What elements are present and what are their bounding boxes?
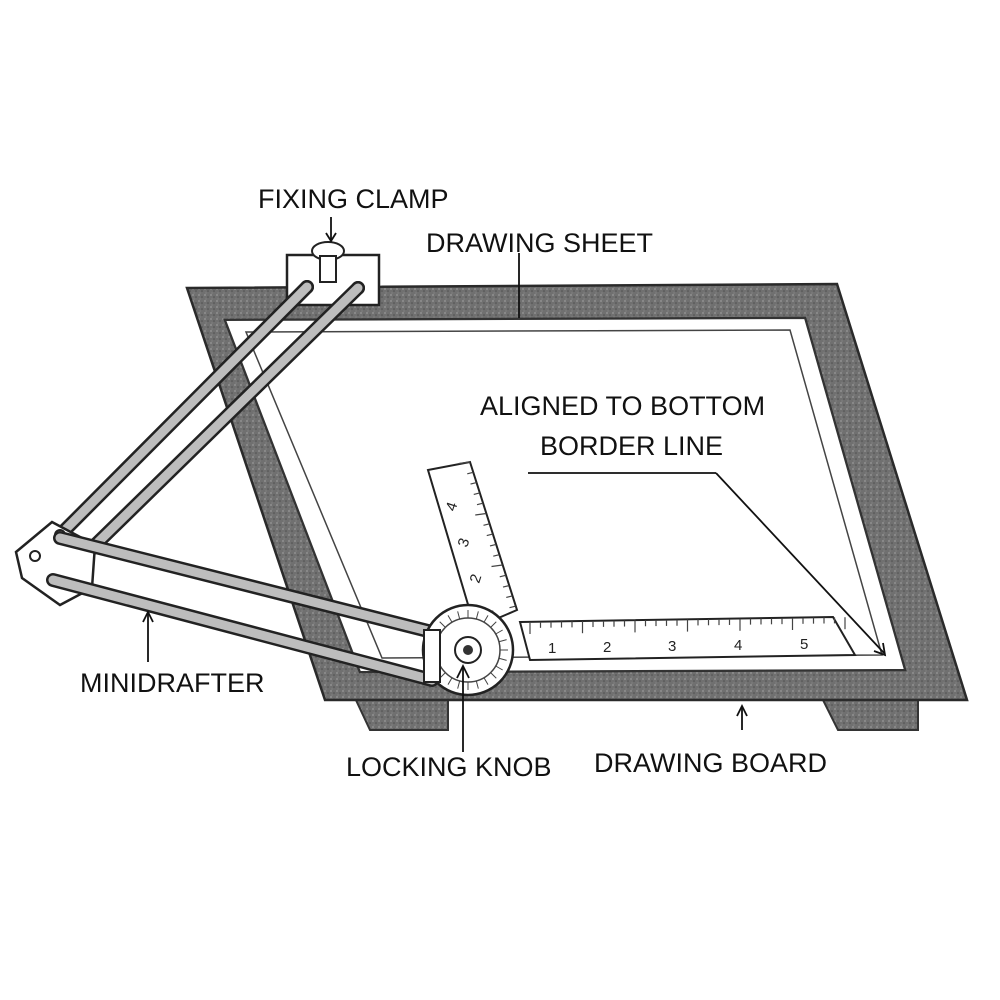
drawing-sheet (223, 316, 907, 674)
label-aligned-line-1: ALIGNED TO BOTTOM (480, 391, 765, 421)
scale-tick (495, 629, 503, 635)
drawing-board-feet (353, 697, 919, 731)
locking-knob (454, 636, 482, 664)
label-fixing-clamp: FIXING CLAMP (258, 184, 449, 214)
scale-tick (498, 639, 507, 643)
scale-tick (476, 502, 484, 506)
label-drawing-sheet: DRAWING SHEET (426, 228, 653, 258)
scale-tick (509, 605, 516, 609)
scale-tick (502, 585, 510, 588)
scale-tick (457, 611, 461, 620)
scale-tick (483, 615, 489, 623)
label-minidrafter: MINIDRAFTER (80, 668, 265, 698)
scale-tick (506, 595, 513, 598)
scale-tick (489, 543, 497, 547)
scale-tick (483, 523, 490, 526)
scale-tick (490, 621, 497, 628)
scale-tick (490, 672, 497, 679)
scale-tick (457, 680, 461, 689)
horizontal-scale-label: 4 (734, 637, 742, 654)
scale-tick (458, 461, 471, 465)
scale-tick (495, 665, 503, 671)
vertical-scale-ticks (458, 461, 516, 609)
scale-tick (483, 677, 489, 685)
horizontal-scale-ticks (529, 617, 846, 634)
minidrafter-upper-arms (53, 280, 365, 562)
minidrafter-lower-arms (46, 531, 439, 687)
scale-tick (486, 533, 493, 537)
scale-tick (475, 512, 487, 516)
scale-tick (475, 611, 479, 620)
leader-lines (142, 217, 887, 752)
horizontal-scale: 1 2 3 4 5 (518, 615, 857, 662)
label-drawing-board: DRAWING BOARD (594, 748, 827, 778)
scale-tick (475, 680, 479, 689)
scale-tick (447, 615, 453, 623)
scale-tick (439, 621, 446, 628)
horizontal-scale-label: 1 (548, 640, 556, 657)
horizontal-scale-label: 5 (800, 636, 808, 653)
scale-tick (470, 482, 477, 485)
label-locking-knob: LOCKING KNOB (346, 752, 552, 782)
horizontal-scale-label: 3 (668, 638, 676, 655)
scale-tick (491, 564, 503, 568)
scale-tick (499, 574, 506, 578)
scale-tick (498, 657, 507, 661)
label-aligned-line-2: BORDER LINE (540, 431, 723, 461)
horizontal-scale-label: 2 (603, 639, 611, 656)
scale-tick (467, 471, 474, 475)
scale-tick (473, 492, 480, 495)
scale-tick (447, 677, 453, 685)
scale-tick (493, 554, 500, 557)
